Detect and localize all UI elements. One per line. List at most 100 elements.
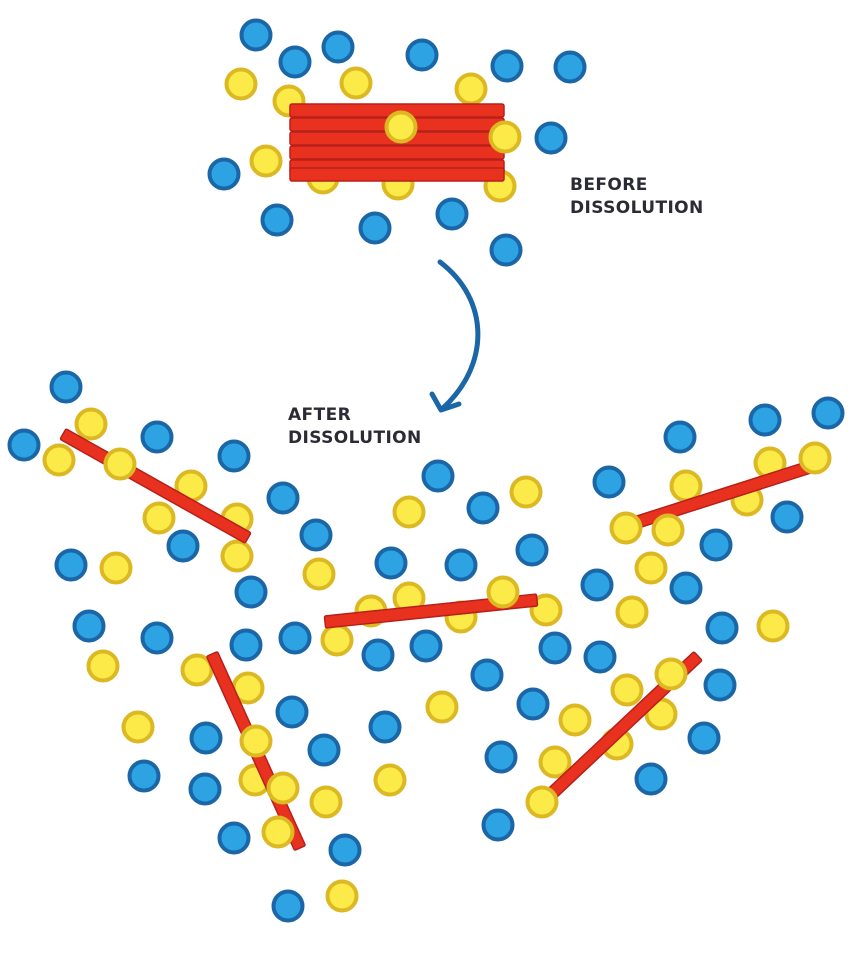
blue-particle <box>484 740 518 774</box>
before-label-line2: DISSOLUTION <box>570 198 704 218</box>
blue-particle <box>299 518 333 552</box>
blue-particle <box>374 546 408 580</box>
yellow-particle <box>220 539 254 573</box>
before-yellow-particles-behind <box>224 66 517 203</box>
blue-particle <box>239 18 273 52</box>
blue-particle <box>405 38 439 72</box>
blue-particle <box>435 197 469 231</box>
blue-particle <box>516 687 550 721</box>
blue-particle <box>234 575 268 609</box>
blue-particle <box>49 370 83 404</box>
yellow-particle <box>320 623 354 657</box>
yellow-particle <box>651 513 685 547</box>
blue-particle <box>54 548 88 582</box>
dissolution-arrowhead <box>429 391 462 413</box>
blue-particle <box>361 638 395 672</box>
blue-particle <box>489 233 523 267</box>
blue-particle <box>358 211 392 245</box>
after-blue-particles <box>7 370 845 923</box>
yellow-particle <box>525 785 559 819</box>
blue-particle <box>409 629 443 663</box>
yellow-particle <box>486 575 520 609</box>
yellow-particle <box>609 511 643 545</box>
red-rod <box>289 167 505 182</box>
blue-particle <box>811 396 845 430</box>
blue-particle <box>275 695 309 729</box>
after-label-line1: AFTER <box>288 405 352 425</box>
yellow-particle <box>261 815 295 849</box>
yellow-particle <box>309 785 343 819</box>
after-label-line2: DISSOLUTION <box>288 428 422 448</box>
yellow-particle <box>454 72 488 106</box>
blue-particle <box>127 759 161 793</box>
blue-particle <box>466 491 500 525</box>
yellow-particle <box>392 495 426 529</box>
blue-particle <box>634 762 668 796</box>
blue-particle <box>266 481 300 515</box>
blue-particle <box>444 548 478 582</box>
yellow-particle <box>99 551 133 585</box>
blue-particle <box>271 889 305 923</box>
yellow-particle <box>339 66 373 100</box>
blue-particle <box>140 420 174 454</box>
blue-particle <box>748 403 782 437</box>
blue-particle <box>515 533 549 567</box>
blue-particle <box>592 465 626 499</box>
blue-particle <box>217 439 251 473</box>
yellow-particle <box>509 475 543 509</box>
yellow-particle <box>615 595 649 629</box>
blue-particle <box>229 628 263 662</box>
blue-particle <box>7 428 41 462</box>
dissolution-arrow <box>437 259 481 411</box>
blue-particle <box>490 49 524 83</box>
yellow-particle <box>384 110 418 144</box>
yellow-particle <box>180 653 214 687</box>
after-dissolution-label: AFTER DISSOLUTION <box>288 404 422 450</box>
yellow-particle <box>74 407 108 441</box>
yellow-particle <box>42 443 76 477</box>
blue-particle <box>260 203 294 237</box>
blue-particle <box>705 611 739 645</box>
blue-particle <box>538 631 572 665</box>
blue-particle <box>470 658 504 692</box>
blue-particle <box>669 571 703 605</box>
blue-particle <box>278 621 312 655</box>
blue-particle <box>699 528 733 562</box>
blue-particle <box>278 45 312 79</box>
blue-particle <box>188 772 222 806</box>
blue-particle <box>189 721 223 755</box>
yellow-particle <box>103 447 137 481</box>
yellow-particle <box>669 469 703 503</box>
yellow-particle <box>239 724 273 758</box>
yellow-particle <box>373 763 407 797</box>
blue-particle <box>321 30 355 64</box>
after-yellow-particles-front <box>103 441 832 849</box>
blue-particle <box>140 621 174 655</box>
blue-particle <box>328 833 362 867</box>
yellow-particle <box>86 649 120 683</box>
yellow-particle <box>224 67 258 101</box>
blue-particle <box>368 710 402 744</box>
blue-particle <box>421 459 455 493</box>
blue-particle <box>217 821 251 855</box>
yellow-particle <box>538 745 572 779</box>
yellow-particle <box>798 441 832 475</box>
blue-particle <box>687 721 721 755</box>
blue-particle <box>307 733 341 767</box>
yellow-particle <box>558 703 592 737</box>
yellow-particle <box>756 609 790 643</box>
yellow-particle <box>266 771 300 805</box>
blue-particle <box>72 609 106 643</box>
blue-particle <box>534 121 568 155</box>
blue-particle <box>663 420 697 454</box>
blue-particle <box>580 568 614 602</box>
blue-particle <box>553 50 587 84</box>
before-yellow-particles-front <box>384 110 522 154</box>
yellow-particle <box>634 551 668 585</box>
yellow-particle <box>325 879 359 913</box>
yellow-particle <box>121 710 155 744</box>
yellow-particle <box>488 120 522 154</box>
blue-particle <box>481 808 515 842</box>
yellow-particle <box>529 593 563 627</box>
